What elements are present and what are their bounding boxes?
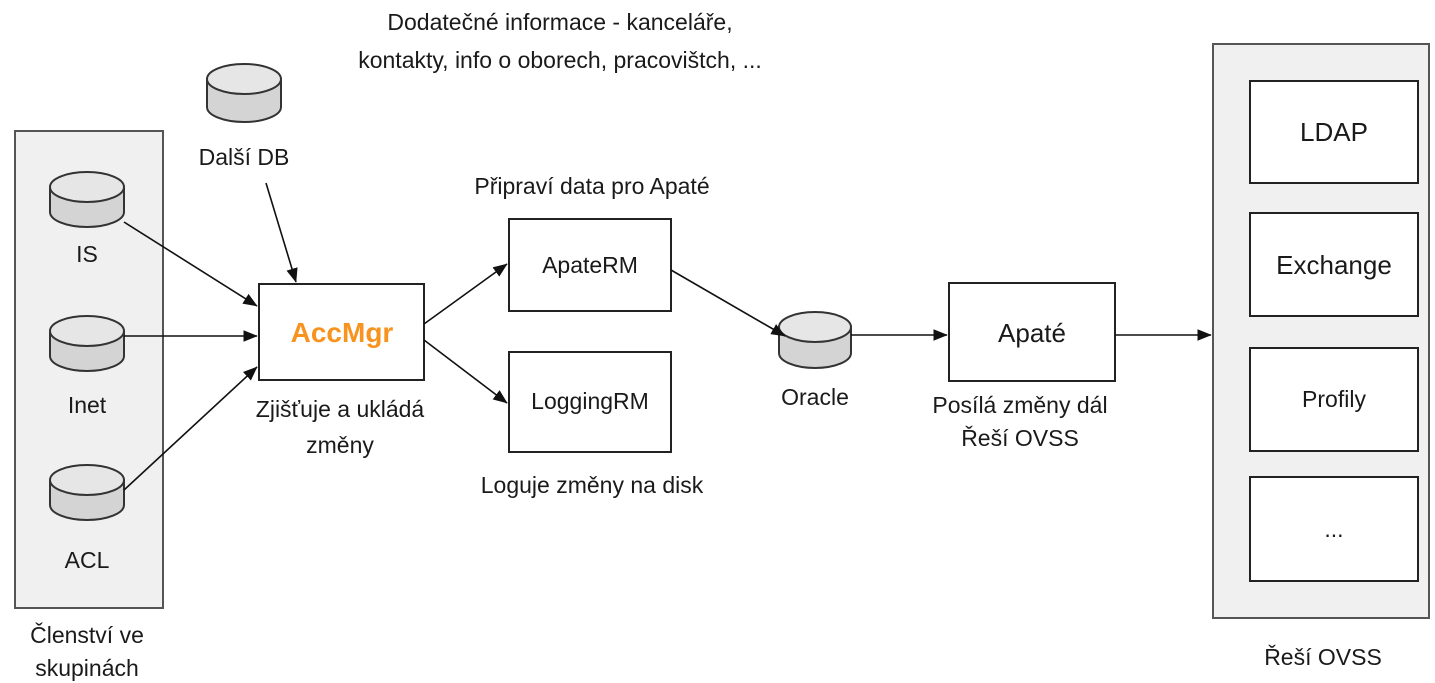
database-acl-label: ACL bbox=[65, 547, 110, 573]
target-more-label: ... bbox=[1324, 516, 1343, 542]
target-exchange-box bbox=[1249, 212, 1419, 317]
top-note-line2: kontakty, info o oborech, pracovištch, .… bbox=[358, 47, 762, 73]
target-ldap-box bbox=[1249, 80, 1419, 184]
accmgr-caption-line1: Zjišťuje a ukládá bbox=[256, 396, 425, 422]
right-group-caption: Řeší OVSS bbox=[1264, 644, 1382, 670]
database-oracle bbox=[778, 311, 852, 369]
database-oracle-label: Oracle bbox=[781, 384, 849, 410]
apaterm-label: ApateRM bbox=[542, 252, 638, 278]
loggingrm-caption: Loguje změny na disk bbox=[481, 472, 704, 498]
arrow-acl-to-accmgr bbox=[123, 366, 258, 491]
accmgr-caption-line2: změny bbox=[306, 432, 374, 458]
database-is bbox=[49, 171, 125, 228]
target-more-box bbox=[1249, 476, 1419, 582]
arrow-accmgr-to-loggingrm bbox=[423, 339, 508, 404]
left-group-caption-line2: skupinách bbox=[35, 655, 139, 681]
target-profily-label: Profily bbox=[1302, 386, 1366, 412]
database-is-label: IS bbox=[76, 241, 98, 267]
accmgr-box bbox=[258, 283, 425, 381]
top-note-line1: Dodatečné informace - kanceláře, bbox=[387, 9, 732, 35]
arrow-is-to-accmgr bbox=[123, 221, 258, 307]
target-exchange-label: Exchange bbox=[1276, 250, 1392, 280]
left-group-caption-line1: Členství ve bbox=[30, 621, 144, 648]
apate-label: Apaté bbox=[998, 318, 1066, 348]
arrow-extradb-to-accmgr bbox=[265, 182, 298, 283]
database-extra-label: Další DB bbox=[199, 144, 290, 170]
loggingrm-box bbox=[508, 351, 672, 453]
database-inet-label: Inet bbox=[68, 392, 107, 418]
apaterm-caption: Připraví data pro Apaté bbox=[474, 173, 709, 199]
target-profily-box bbox=[1249, 347, 1419, 452]
apate-box bbox=[948, 282, 1116, 382]
target-ldap-label: LDAP bbox=[1300, 117, 1368, 147]
apate-caption-line1: Posílá změny dál bbox=[932, 392, 1107, 418]
database-inet bbox=[49, 315, 125, 372]
arrow-apaterm-to-oracle bbox=[670, 269, 786, 337]
arrow-accmgr-to-apaterm bbox=[423, 263, 508, 325]
loggingrm-label: LoggingRM bbox=[531, 388, 649, 414]
apate-caption-line2: Řeší OVSS bbox=[961, 425, 1079, 451]
apaterm-box bbox=[508, 218, 672, 312]
accmgr-label: AccMgr bbox=[291, 317, 394, 348]
database-extra bbox=[206, 63, 282, 123]
database-acl bbox=[49, 464, 125, 521]
